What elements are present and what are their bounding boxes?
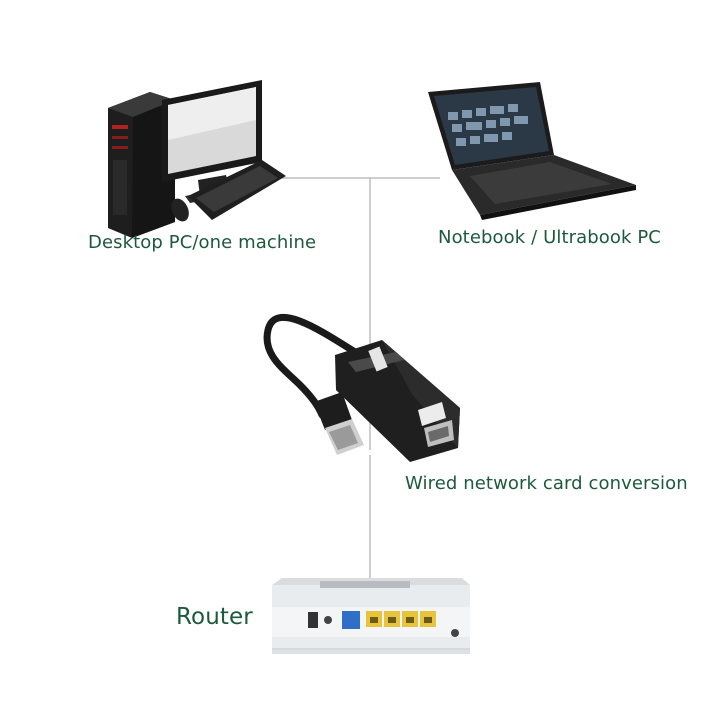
notebook-label: Notebook / Ultrabook PC	[438, 227, 661, 248]
usb-ethernet-adapter-icon	[263, 313, 460, 462]
adapter-label: Wired network card conversion	[405, 473, 688, 494]
desktop-pc-label: Desktop PC/one machine	[88, 232, 317, 253]
laptop-icon	[428, 82, 636, 220]
router-label: Router	[176, 604, 253, 630]
router-icon	[272, 578, 470, 654]
desktop-pc-icon	[108, 80, 286, 238]
